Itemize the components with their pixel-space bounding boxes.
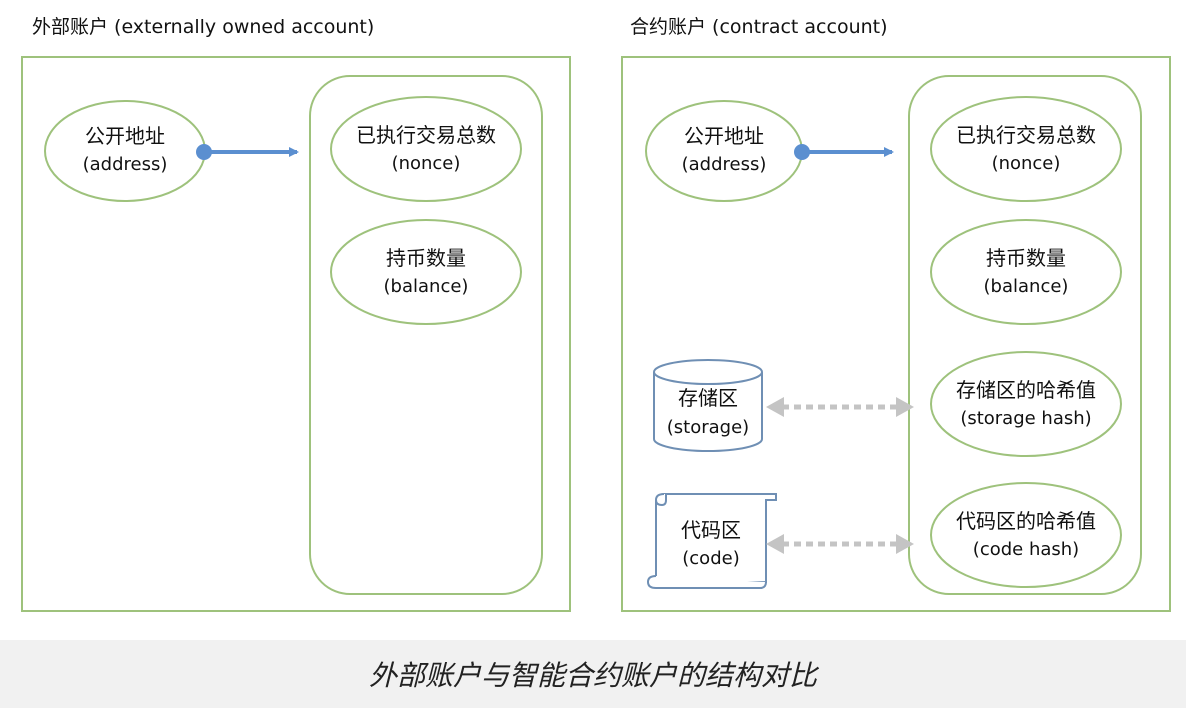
code-hash-label: 代码区的哈希值 — [956, 509, 1096, 533]
code-label: 代码区 — [681, 518, 741, 542]
eoa-balance-ellipse — [330, 219, 522, 325]
eoa-nonce-ellipse — [330, 96, 522, 202]
storage-link-right-head — [896, 397, 914, 417]
code-link-right-head — [896, 534, 914, 554]
eoa-arrow-dot — [196, 144, 212, 160]
eoa-address-node: 公开地址 (address) — [44, 100, 206, 202]
eoa-nonce-label: 已执行交易总数 — [356, 123, 496, 147]
eoa-address-sublabel: (address) — [83, 154, 168, 175]
contract-address-ellipse — [645, 100, 803, 202]
contract-address-node: 公开地址 (address) — [645, 100, 803, 202]
contract-address-label: 公开地址 — [684, 124, 764, 148]
storage-label: 存储区 — [678, 386, 738, 410]
contract-balance-label: 持币数量 — [986, 246, 1066, 270]
contract-section-title: 合约账户 (contract account) — [630, 16, 888, 38]
contract-nonce-ellipse — [930, 96, 1122, 202]
storage-hash-link-arrow — [766, 397, 914, 417]
contract-balance-sublabel: (balance) — [984, 276, 1069, 297]
storage-sublabel: (storage) — [667, 417, 749, 438]
eoa-nonce-node: 已执行交易总数 (nonce) — [330, 96, 522, 202]
contract-storage-hash-node: 存储区的哈希值 (storage hash) — [930, 351, 1122, 457]
contract-address-arrow — [794, 144, 894, 160]
eoa-state-box — [309, 75, 543, 595]
eoa-address-arrow — [196, 144, 299, 160]
contract-arrow-dot — [794, 144, 810, 160]
eoa-panel — [21, 56, 571, 612]
storage-hash-sublabel: (storage hash) — [960, 408, 1091, 429]
storage-cylinder-body — [653, 372, 763, 452]
eoa-address-label: 公开地址 — [85, 124, 165, 148]
storage-hash-label: 存储区的哈希值 — [956, 378, 1096, 402]
contract-address-sublabel: (address) — [682, 154, 767, 175]
code-scroll-top-curl — [654, 493, 667, 507]
code-hash-link-arrow — [766, 534, 914, 554]
storage-link-left-head — [766, 397, 784, 417]
eoa-address-ellipse — [44, 100, 206, 202]
caption-bar: 外部账户与智能合约账户的结构对比 — [0, 640, 1186, 708]
contract-state-box — [908, 75, 1142, 595]
storage-hash-ellipse — [930, 351, 1122, 457]
eoa-balance-node: 持币数量 (balance) — [330, 219, 522, 325]
storage-node: 存储区 (storage) — [653, 359, 763, 452]
eoa-nonce-sublabel: (nonce) — [392, 153, 461, 174]
eoa-balance-sublabel: (balance) — [384, 276, 469, 297]
contract-nonce-label: 已执行交易总数 — [956, 123, 1096, 147]
code-hash-ellipse — [930, 482, 1122, 588]
storage-cylinder-top — [653, 359, 763, 385]
eoa-section-title: 外部账户 (externally owned account) — [32, 16, 374, 38]
account-structure-diagram: 外部账户 (externally owned account) 合约账户 (co… — [21, 16, 1171, 612]
code-hash-sublabel: (code hash) — [973, 539, 1079, 560]
contract-nonce-node: 已执行交易总数 (nonce) — [930, 96, 1122, 202]
code-scroll-bottom-curl — [646, 575, 767, 589]
code-sublabel: (code) — [682, 548, 739, 569]
contract-balance-node: 持币数量 (balance) — [930, 219, 1122, 325]
figure-caption: 外部账户与智能合约账户的结构对比 — [368, 659, 817, 692]
code-node: 代码区 (code) — [646, 493, 777, 589]
contract-balance-ellipse — [930, 219, 1122, 325]
code-link-left-head — [766, 534, 784, 554]
contract-code-hash-node: 代码区的哈希值 (code hash) — [930, 482, 1122, 588]
eoa-balance-label: 持币数量 — [386, 246, 466, 270]
contract-panel — [621, 56, 1171, 612]
contract-nonce-sublabel: (nonce) — [992, 153, 1061, 174]
